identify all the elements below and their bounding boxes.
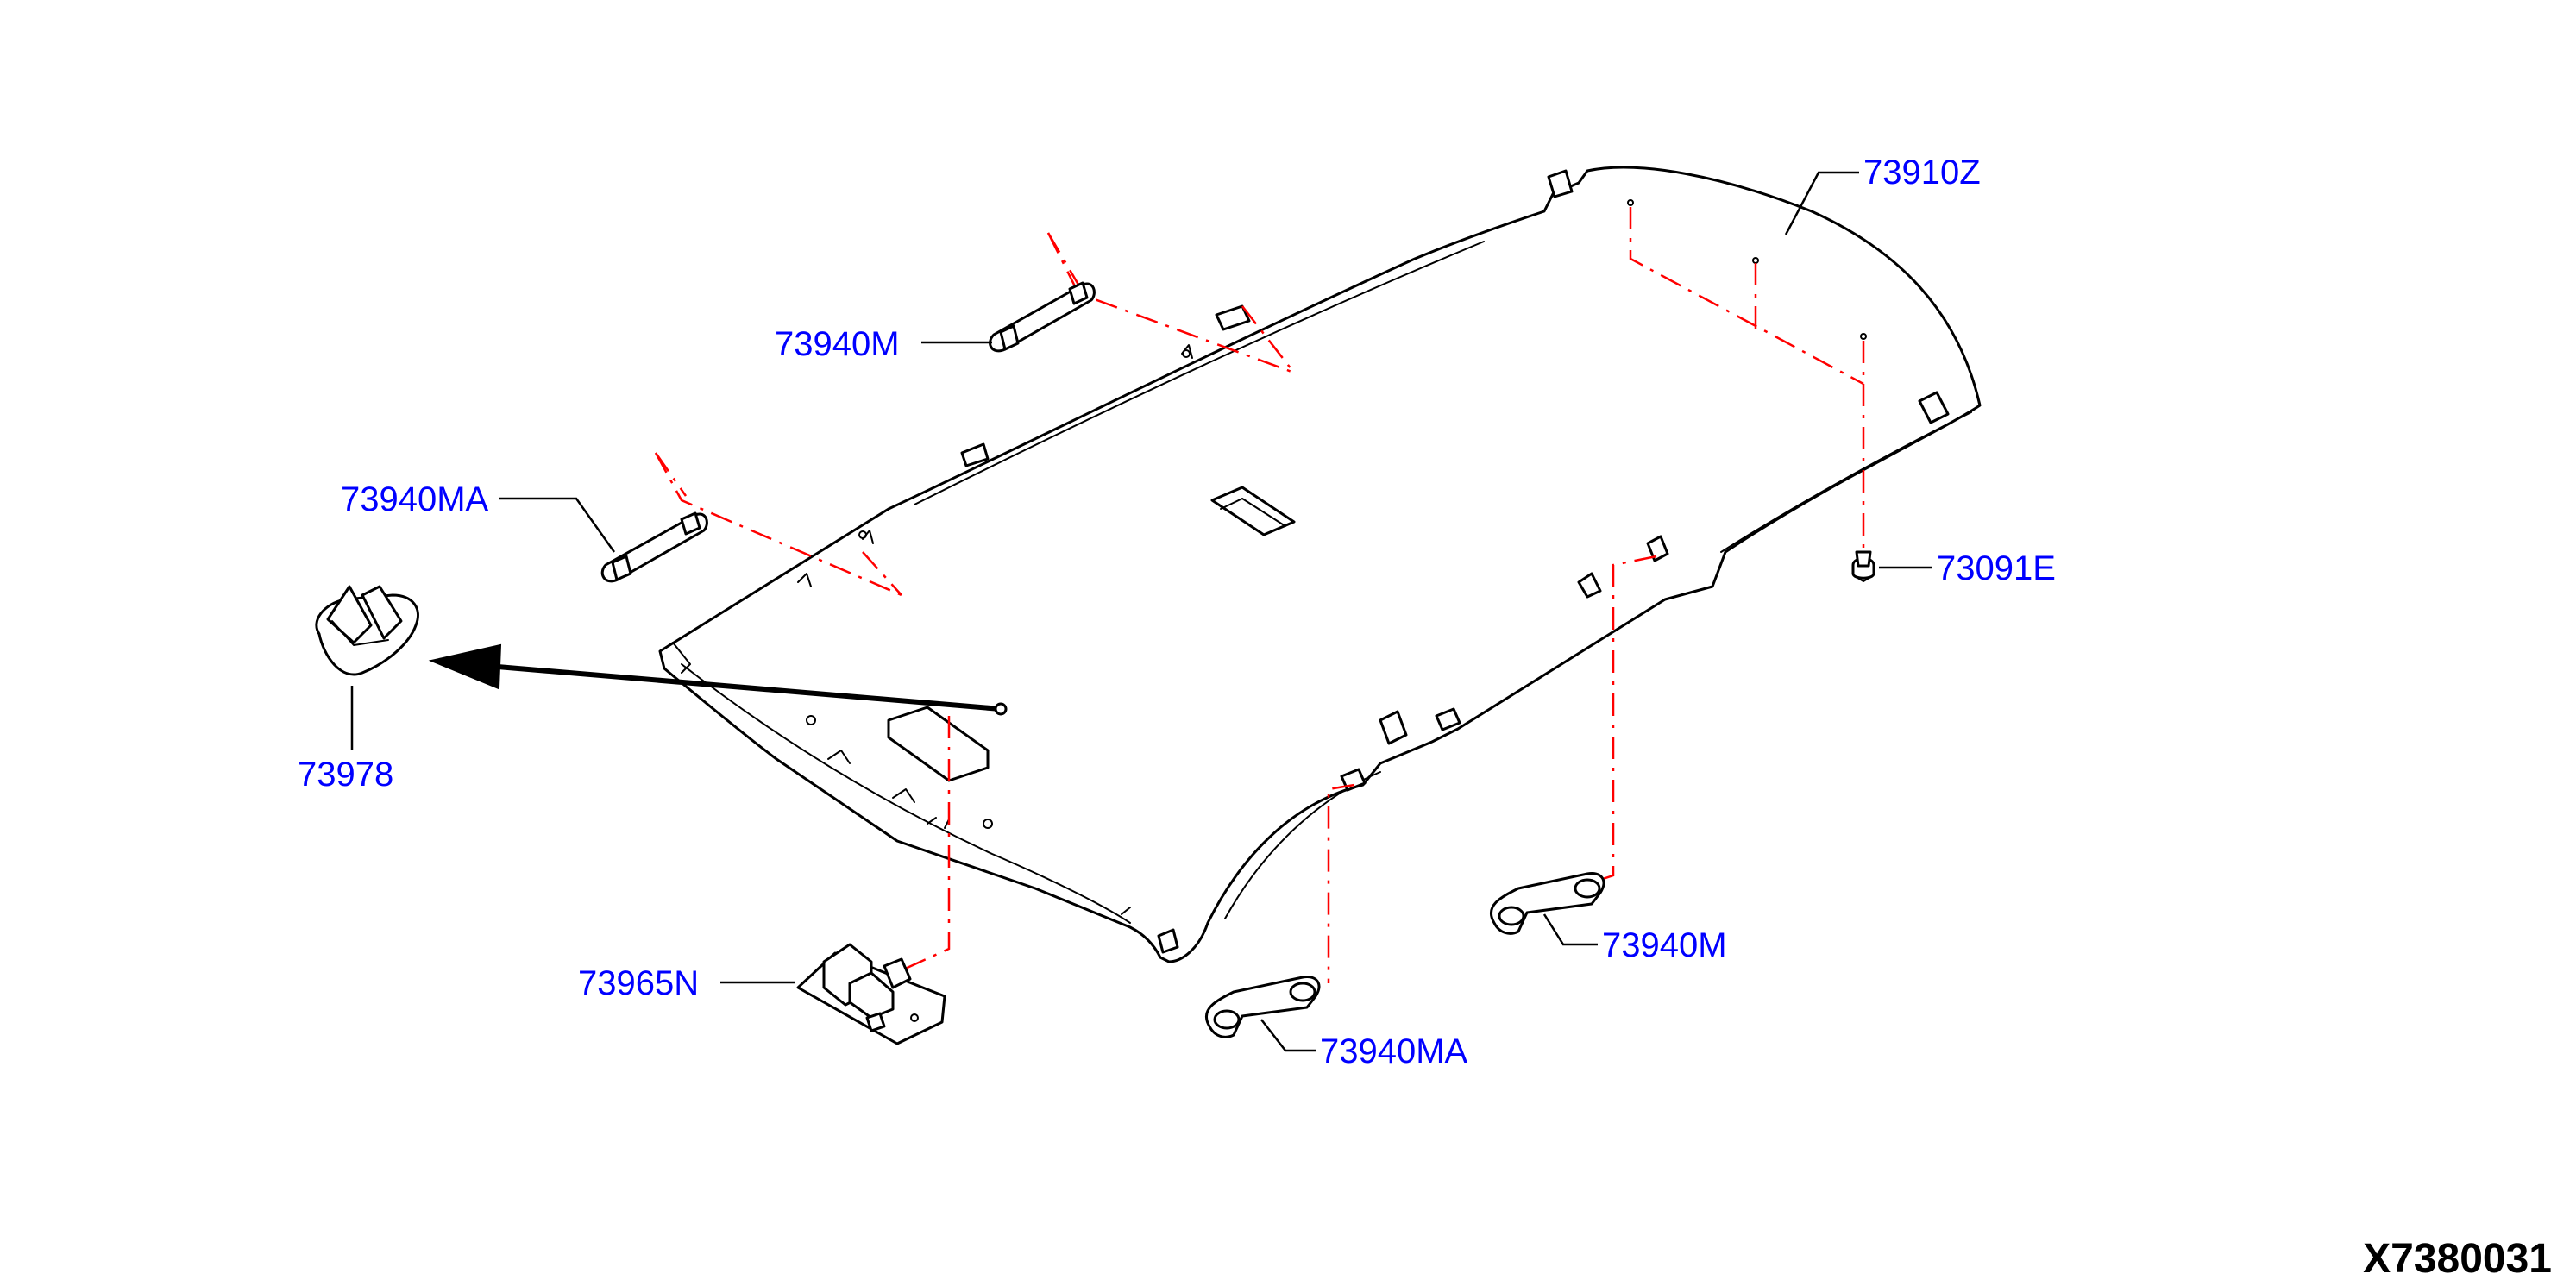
- leader-73910z: [1784, 171, 1859, 235]
- leader-73940ma-front: [499, 497, 616, 553]
- callout-73978: 73978: [298, 756, 393, 794]
- callout-73940ma-rear: 73940MA: [1320, 1032, 1468, 1070]
- assist-grip-rear-73940m: [1489, 871, 1605, 935]
- clip-73091e: [1851, 550, 1875, 582]
- assist-grip-front-73940ma: [600, 511, 708, 583]
- assist-grip-upper-73940m: [989, 281, 1096, 353]
- detail-arrow: [428, 643, 1008, 716]
- callout-73940m-upper: 73940M: [775, 325, 900, 363]
- callout-73910z: 73910Z: [1863, 154, 1981, 191]
- callout-73940m-rear: 73940M: [1602, 926, 1727, 964]
- callout-73940ma-front: 73940MA: [341, 480, 489, 518]
- holder-73978: [315, 585, 419, 676]
- leader-73940m-rear: [1542, 913, 1598, 946]
- callout-73965n: 73965N: [578, 964, 699, 1002]
- assist-grip-rear-73940ma: [1204, 975, 1321, 1038]
- leader-73940ma-rear: [1260, 1019, 1316, 1052]
- headlining-panel: [658, 166, 1982, 963]
- callout-73091e: 73091E: [1937, 549, 2056, 587]
- bracket-73965n: [796, 943, 946, 1045]
- phantom-lines: [654, 207, 1865, 983]
- document-id: X7380031: [2363, 1236, 2552, 1280]
